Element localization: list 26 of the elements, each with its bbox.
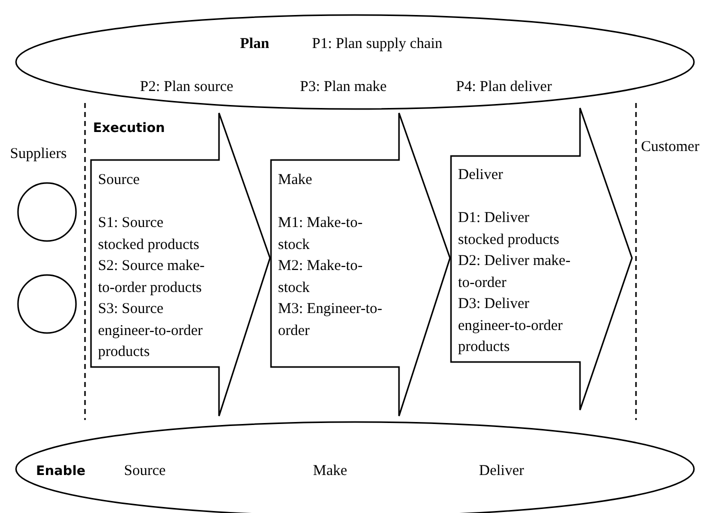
process-label: P3: Plan make: [300, 78, 387, 96]
process-item: M3: Engineer-to-order: [278, 300, 384, 340]
process-title: Make: [278, 171, 312, 189]
process-item: D1: Deliver stocked products: [458, 209, 560, 250]
section-heading: Execution: [93, 121, 165, 136]
process-item: S1: Source stocked products: [98, 214, 200, 254]
process-item: S3: Source engineer-to-order products: [98, 300, 204, 362]
section-title: Plan: [240, 35, 270, 53]
supplier-circle: [17, 182, 77, 242]
process-label: P1: Plan supply chain: [312, 35, 442, 53]
process-label: P4: Plan deliver: [456, 78, 552, 96]
process-item: D2: Deliver make-to-order: [458, 252, 572, 292]
process-label: Source: [124, 462, 166, 480]
process-label: Make: [313, 462, 348, 480]
party-label: Customer: [641, 139, 700, 156]
process-item: D3: Deliver engineer-to-order products: [458, 295, 564, 357]
supplier-circle: [17, 274, 77, 334]
process-label: P2: Plan source: [140, 78, 234, 96]
process-item: M2: Make-to-stock: [278, 257, 364, 298]
process-label: Deliver: [479, 462, 524, 480]
process-title: Source: [98, 171, 140, 189]
party-label: Suppliers: [10, 146, 67, 163]
section-title: Enable: [36, 463, 86, 481]
process-item: S2: Source make-to-order products: [98, 257, 206, 298]
process-title: Deliver: [458, 166, 503, 184]
process-item: M1: Make-to-stock: [278, 214, 364, 254]
